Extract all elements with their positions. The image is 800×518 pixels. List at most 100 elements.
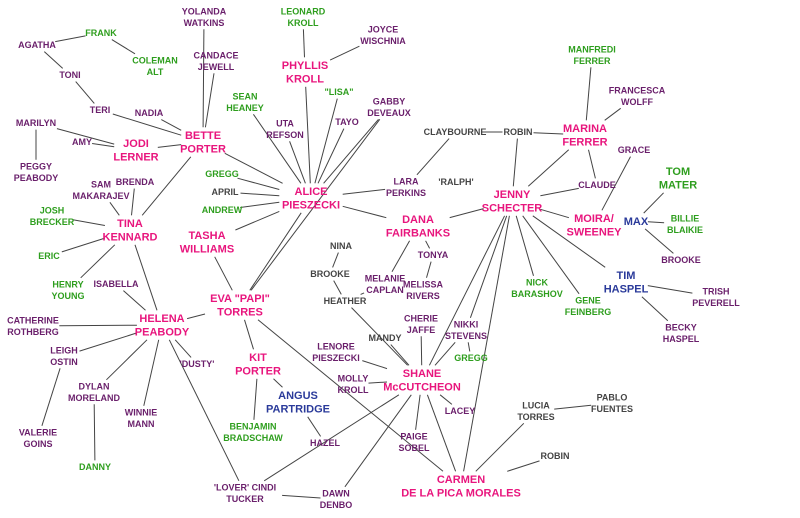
- node-label-kit-1: PORTER: [235, 366, 281, 378]
- edge-tonya-melissa: [426, 261, 432, 278]
- node-label-gabby-1: DEVEAUX: [367, 108, 411, 118]
- node-label-isabella-0: ISABELLA: [94, 279, 140, 289]
- node-label-manfredi-0: MANFREDI: [568, 45, 616, 55]
- node-label-catherine-0: CATHERINE: [7, 316, 59, 326]
- node-robin2: ROBIN: [541, 451, 570, 461]
- node-claybourne: CLAYBOURNE: [424, 127, 487, 137]
- node-dusty: 'DUSTY': [180, 359, 215, 369]
- node-label-sam-0: SAM: [91, 180, 111, 190]
- node-label-billie-1: BLAIKIE: [667, 225, 703, 235]
- edge-robin1-jenny: [512, 138, 518, 187]
- edge-bette-alice: [224, 152, 283, 184]
- edge-helena-dylan: [106, 339, 148, 381]
- edges-layer: [35, 29, 693, 499]
- edge-molly-shane: [368, 381, 388, 384]
- node-label-helena-0: HELENA: [139, 313, 184, 325]
- edge-marilyn-jodi: [56, 128, 115, 145]
- node-label-paige-0: PAIGE: [400, 432, 427, 442]
- node-label-teri-0: TERI: [90, 105, 111, 115]
- edge-isabella-helena: [123, 290, 146, 311]
- node-label-dylan-1: MORELAND: [68, 393, 120, 403]
- node-lacey: LACEY: [445, 406, 476, 416]
- node-label-leigh-0: LEIGH: [50, 346, 78, 356]
- node-label-dawn-1: DENBO: [320, 500, 353, 510]
- node-label-cindi-1: TUCKER: [226, 494, 264, 504]
- edge-kit-benjamin: [253, 378, 258, 420]
- edge-jodi-bette: [157, 144, 182, 148]
- node-label-gene-0: GENE: [575, 296, 601, 306]
- edge-jenny-nikki: [469, 215, 508, 318]
- node-eric: ERIC: [38, 251, 60, 261]
- node-label-bette-0: BETTE: [185, 130, 221, 142]
- node-label-coleman-0: COLEMAN: [132, 56, 178, 66]
- node-label-joyce-1: WISCHNIA: [360, 36, 406, 46]
- node-label-agatha-0: AGATHA: [18, 40, 56, 50]
- edge-eva-carmen: [257, 319, 444, 472]
- node-label-angus-0: ANGUS: [278, 390, 318, 402]
- edge-frank-agatha: [55, 35, 86, 43]
- edge-helena-winnie: [143, 339, 160, 406]
- node-label-alice-0: ALICE: [295, 186, 328, 198]
- node-label-sam-1: MAKARAJEV: [72, 191, 129, 201]
- node-label-nick-1: BARASHOV: [511, 289, 563, 299]
- edge-eva-kit: [244, 319, 254, 350]
- node-label-robin1-0: ROBIN: [504, 127, 533, 137]
- edge-grace-moira: [601, 156, 631, 211]
- node-label-henry-1: YOUNG: [51, 291, 84, 301]
- node-label-trish-1: PEVERELL: [692, 298, 740, 308]
- node-label-pablo-0: PABLO: [597, 393, 628, 403]
- node-label-lenore-0: LENORE: [317, 342, 355, 352]
- node-moira: MOIRA/SWEENEY: [566, 213, 622, 239]
- node-label-lacey-0: LACEY: [445, 406, 476, 416]
- edge-shane-paige: [415, 394, 421, 430]
- edge-josh-tina: [72, 219, 105, 226]
- node-label-frank-0: FRANK: [85, 28, 117, 38]
- node-label-marilyn-0: MARILYN: [16, 118, 56, 128]
- edge-lenore-shane: [362, 360, 388, 370]
- edge-tina-helena: [134, 244, 158, 311]
- node-label-jodi-0: JODI: [123, 138, 149, 150]
- node-label-april-0: APRIL: [212, 187, 240, 197]
- node-label-tom-0: TOM: [666, 166, 690, 178]
- edge-jenny-gene: [522, 215, 580, 295]
- node-label-lara-0: LARA: [394, 177, 419, 187]
- edge-bette-tina: [141, 156, 192, 216]
- node-label-carmen-1: DE LA PICA MORALES: [401, 488, 521, 500]
- node-robin1: ROBIN: [504, 127, 533, 137]
- edge-tayo-alice: [317, 128, 345, 184]
- edge-nadia-bette: [161, 119, 182, 131]
- node-label-melanie-1: CAPLAN: [366, 285, 404, 295]
- node-label-lucia-0: LUCIA: [522, 401, 550, 411]
- node-label-gregg2-0: GREGG: [454, 353, 488, 363]
- edge-gabby-eva: [250, 118, 381, 291]
- node-label-marina-0: MARINA: [563, 123, 607, 135]
- edge-lisa-alice: [314, 98, 338, 184]
- edge-helena-leigh: [79, 332, 138, 352]
- edge-max-billie: [647, 221, 665, 224]
- node-frank: FRANK: [85, 28, 117, 38]
- node-label-melissa-1: RIVERS: [406, 291, 440, 301]
- node-label-tom-1: MATER: [659, 180, 697, 192]
- node-mandy: MANDY: [369, 333, 402, 343]
- edge-francesca-marina: [604, 107, 622, 121]
- node-label-winnie-1: MANN: [128, 419, 155, 429]
- node-label-kit-0: KIT: [249, 352, 267, 364]
- node-label-heather-0: HEATHER: [324, 296, 367, 306]
- node-teri: TERI: [90, 105, 111, 115]
